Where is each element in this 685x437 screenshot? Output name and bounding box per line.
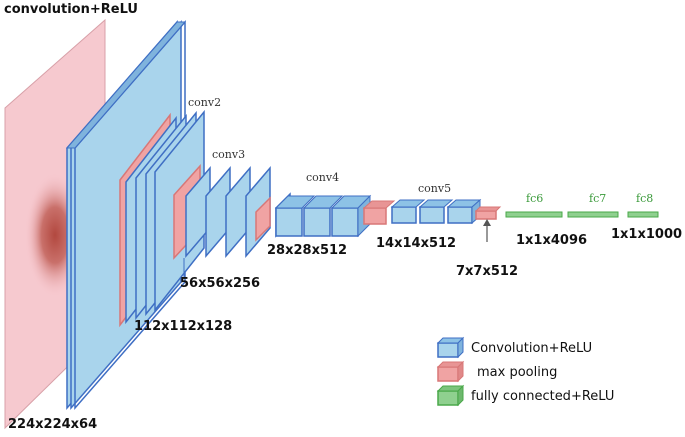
dim-1x1x1000: 1x1x1000 [611, 227, 683, 242]
label-fc6: fc6 [526, 192, 544, 205]
label-conv5: conv5 [418, 182, 452, 195]
fc7-layer [567, 211, 619, 218]
diagram-title: convolution+ReLU [4, 2, 138, 17]
dim-224x224x64: 224x224x64 [8, 417, 98, 432]
conv3-block [183, 165, 271, 278]
pool3-block [255, 196, 271, 242]
legend-label-conv: Convolution+ReLU [471, 341, 593, 356]
label-conv4: conv4 [306, 171, 340, 184]
pool5-arrow [483, 219, 491, 242]
conv2-block [125, 109, 205, 325]
fc6-layer [505, 211, 563, 218]
legend-fc-swatch [436, 384, 465, 407]
dim-1x1x4096: 1x1x4096 [516, 233, 588, 248]
label-conv2: conv2 [188, 96, 222, 109]
dim-56x56x256: 56x56x256 [180, 276, 261, 291]
label-fc8: fc8 [636, 192, 654, 205]
legend-pool-swatch [436, 360, 465, 383]
conv5-block [390, 198, 482, 225]
dim-28x28x512: 28x28x512 [267, 243, 348, 258]
conv4-block [274, 192, 372, 238]
fc8-layer [627, 211, 659, 218]
legend-label-pool: max pooling [477, 365, 558, 380]
dim-112x112x128: 112x112x128 [134, 319, 233, 334]
label-conv3: conv3 [212, 148, 246, 161]
dim-14x14x512: 14x14x512 [376, 236, 457, 251]
legend-conv-swatch [436, 336, 465, 359]
dim-7x7x512: 7x7x512 [456, 264, 518, 279]
legend-label-fc: fully connected+ReLU [471, 389, 615, 404]
pool5-block [474, 206, 502, 220]
pool4-block [362, 200, 396, 225]
label-fc7: fc7 [589, 192, 607, 205]
